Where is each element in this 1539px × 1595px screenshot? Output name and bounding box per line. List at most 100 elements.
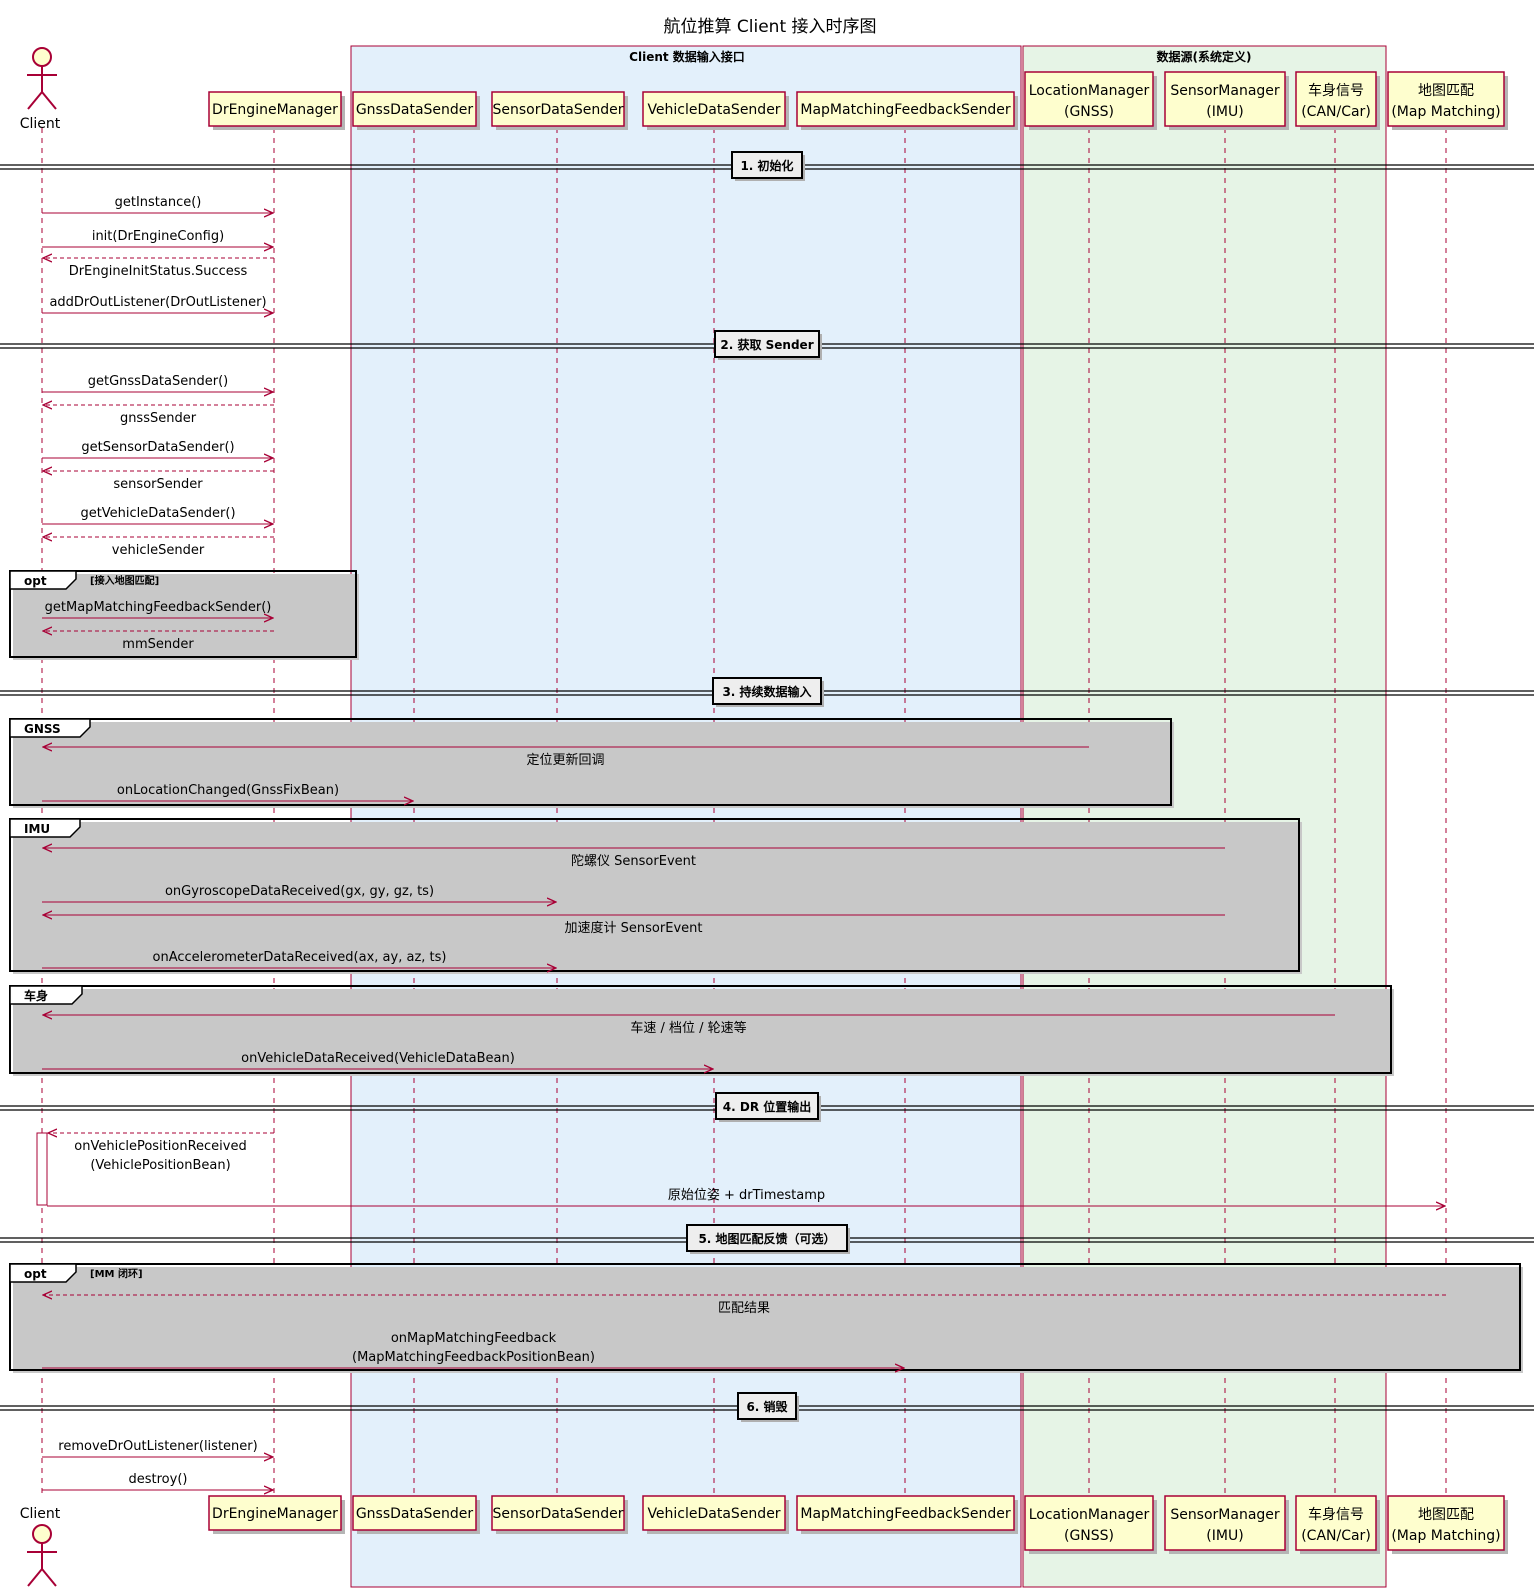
section-divider-label: 5. 地图匹配反馈（可选）: [698, 1231, 835, 1246]
participant-label: LocationManager: [1029, 1507, 1150, 1523]
message-label: mmSender: [122, 637, 194, 652]
section-divider-label: 3. 持续数据输入: [722, 684, 811, 699]
message-arrow: getVehicleDataSender(): [42, 506, 273, 524]
participant-sublabel: (GNSS): [1064, 104, 1114, 120]
participant-label: 地图匹配: [1418, 1507, 1474, 1523]
message-arrow: getSensorDataSender(): [42, 440, 273, 458]
participant-sublabel: (GNSS): [1064, 1528, 1114, 1544]
participant-vehicle-top: VehicleDataSender: [642, 91, 789, 130]
participant-label: 车身信号: [1308, 82, 1364, 99]
message-label: getMapMatchingFeedbackSender(): [45, 600, 272, 615]
participant-carsig-bottom: 车身信号(CAN/Car): [1295, 1495, 1380, 1554]
participant-sublabel: (Map Matching): [1391, 104, 1500, 120]
client-activation-bar: [36, 1132, 48, 1206]
message-label: onVehicleDataReceived(VehicleDataBean): [241, 1051, 515, 1066]
frame-condition: [MM 闭环]: [90, 1267, 143, 1280]
message-label: getInstance(): [115, 195, 202, 210]
message-arrow: onLocationChanged(GnssFixBean): [42, 783, 413, 801]
message-arrow: getMapMatchingFeedbackSender(): [42, 600, 273, 618]
message-label: onMapMatchingFeedback: [391, 1331, 557, 1346]
message-label: removeDrOutListener(listener): [58, 1439, 257, 1454]
participant-locmgr-top: LocationManager(GNSS): [1024, 71, 1157, 130]
participant-sublabel: (Map Matching): [1391, 1528, 1500, 1544]
message-label: init(DrEngineConfig): [92, 229, 224, 244]
participant-sublabel: (IMU): [1206, 1528, 1243, 1544]
section-divider: 5. 地图匹配反馈（可选）: [0, 1224, 1534, 1254]
message-label: 定位更新回调: [526, 752, 604, 768]
participant-label: SensorDataSender: [492, 102, 623, 118]
participant-label: Client: [20, 1506, 61, 1522]
message-arrow: 陀螺仪 SensorEvent: [43, 848, 1225, 869]
section-divider: 4. DR 位置输出: [0, 1092, 1534, 1122]
participant-label: VehicleDataSender: [647, 102, 780, 118]
message-arrow: onVehicleDataReceived(VehicleDataBean): [42, 1051, 713, 1069]
message-arrow: gnssSender: [43, 405, 274, 426]
message-label: onGyroscopeDataReceived(gx, gy, gz, ts): [165, 884, 434, 899]
participant-label: DrEngineManager: [212, 102, 338, 118]
group-box-label: 数据源(系统定义): [1157, 49, 1252, 64]
participant-label: SensorManager: [1170, 83, 1280, 99]
message-label: getGnssDataSender(): [88, 374, 228, 389]
frame-opt-mm-loop: opt[MM 闭环]: [9, 1263, 1523, 1373]
participant-sensor-bottom: SensorDataSender: [491, 1495, 628, 1534]
message-arrow: 车速 / 档位 / 轮速等: [43, 1015, 1335, 1036]
section-divider: 1. 初始化: [0, 151, 1534, 181]
message-label: 原始位姿 + drTimestamp: [668, 1187, 825, 1203]
section-divider-label: 6. 销毁: [746, 1399, 787, 1414]
frame-grp-car: 车身: [9, 985, 1394, 1076]
frame-tag: 车身: [24, 988, 48, 1003]
message-arrow: vehicleSender: [43, 537, 274, 558]
section-divider: 6. 销毁: [0, 1392, 1534, 1422]
participant-label: SensorDataSender: [492, 1506, 623, 1522]
message-arrow: onVehiclePositionReceived(VehiclePositio…: [48, 1133, 274, 1173]
participant-client-top: Client: [20, 47, 61, 132]
message-arrow: DrEngineInitStatus.Success: [43, 258, 274, 279]
participant-sensmgr-bottom: SensorManager(IMU): [1164, 1495, 1289, 1554]
message-label: DrEngineInitStatus.Success: [69, 264, 248, 279]
message-label: (MapMatchingFeedbackPositionBean): [352, 1350, 595, 1365]
group-box-label: Client 数据输入接口: [629, 49, 745, 64]
section-divider-label: 2. 获取 Sender: [720, 337, 813, 352]
participant-sublabel: (CAN/Car): [1301, 1528, 1371, 1544]
participant-label: Client: [20, 116, 61, 132]
participant-carsig-top: 车身信号(CAN/Car): [1295, 71, 1380, 130]
participant-client-bottom: Client: [20, 1506, 61, 1587]
participant-mapmatch-bottom: 地图匹配 (Map Matching): [1387, 1495, 1508, 1554]
participant-gnss-bottom: GnssDataSender: [352, 1495, 480, 1534]
message-label: 加速度计 SensorEvent: [565, 920, 703, 936]
message-arrow: sensorSender: [43, 471, 274, 492]
participant-label: MapMatchingFeedbackSender: [800, 102, 1010, 118]
message-label: sensorSender: [113, 477, 203, 492]
message-arrow: init(DrEngineConfig): [42, 229, 273, 247]
participant-engine-top: DrEngineManager: [208, 91, 345, 130]
message-arrow: 匹配结果: [43, 1295, 1446, 1316]
participant-sensmgr-top: SensorManager (IMU): [1164, 71, 1289, 130]
participant-label: MapMatchingFeedbackSender: [800, 1506, 1010, 1522]
section-divider: 2. 获取 Sender: [0, 330, 1534, 360]
section-divider-label: 1. 初始化: [740, 158, 793, 173]
message-arrow: removeDrOutListener(listener): [42, 1439, 273, 1457]
message-label: getSensorDataSender(): [81, 440, 234, 455]
participant-engine-bottom: DrEngineManager: [208, 1495, 345, 1534]
participant-mapmatch-top: 地图匹配(Map Matching): [1387, 71, 1508, 130]
message-arrow: onAccelerometerDataReceived(ax, ay, az, …: [42, 950, 556, 968]
message-label: 匹配结果: [718, 1301, 770, 1316]
participant-mmfs-bottom: MapMatchingFeedbackSender: [796, 1495, 1018, 1534]
participant-mmfs-top: MapMatchingFeedbackSender: [796, 91, 1018, 130]
participant-sensor-top: SensorDataSender: [491, 91, 628, 130]
participant-label: GnssDataSender: [356, 102, 474, 118]
frame-tag: GNSS: [24, 722, 61, 736]
message-arrow: getInstance(): [42, 195, 273, 213]
message-arrow: destroy(): [42, 1472, 273, 1490]
message-arrow: 定位更新回调: [43, 747, 1089, 768]
frame-tag: opt: [24, 574, 47, 588]
message-label: destroy(): [129, 1472, 188, 1487]
participant-label: GnssDataSender: [356, 1506, 474, 1522]
section-divider-label: 4. DR 位置输出: [723, 1099, 811, 1114]
message-label: addDrOutListener(DrOutListener): [49, 295, 266, 310]
participant-label: DrEngineManager: [212, 1506, 338, 1522]
frame-tag: IMU: [24, 822, 50, 836]
participant-sublabel: (IMU): [1206, 104, 1243, 120]
participant-label: VehicleDataSender: [647, 1506, 780, 1522]
